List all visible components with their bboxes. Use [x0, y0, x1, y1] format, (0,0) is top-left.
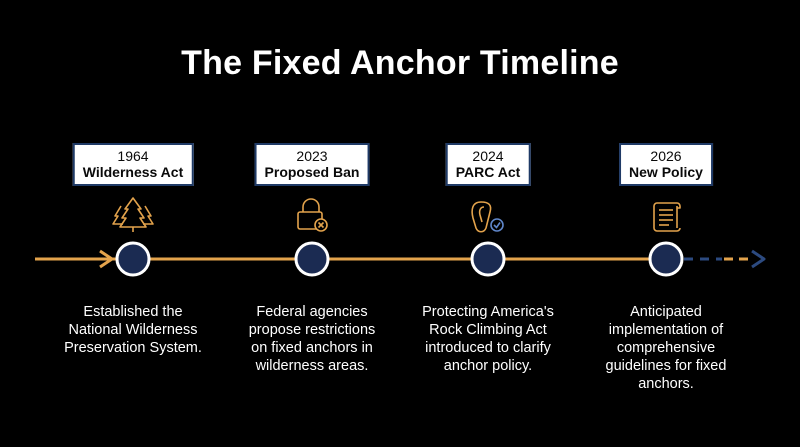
description-line: anchor policy.	[443, 358, 533, 374]
description-line: National Wilderness	[68, 322, 198, 338]
event-year: 2026	[650, 148, 682, 164]
event-year: 1964	[117, 148, 149, 164]
pine-trees-icon	[112, 197, 154, 232]
event-name: New Policy	[629, 164, 703, 180]
description-line: guidelines for fixed	[605, 358, 727, 374]
description-line: on fixed anchors in	[251, 340, 373, 356]
event-description-wilderness-act: Established the National Wilderness Pres…	[43, 303, 223, 357]
description-line: wilderness areas.	[255, 358, 369, 374]
timeline-node-2026	[648, 241, 684, 277]
timeline-end-arrow	[751, 249, 766, 269]
event-description-parc-act: Protecting America's Rock Climbing Act i…	[398, 303, 578, 375]
timeline-node-2023	[294, 241, 330, 277]
event-label-new-policy: 2026 New Policy	[619, 143, 713, 186]
description-line: Anticipated	[630, 304, 702, 320]
description-line: Federal agencies	[256, 304, 368, 320]
description-line: Protecting America's	[422, 304, 554, 320]
event-name: Wilderness Act	[82, 164, 184, 180]
timeline-node-1964	[115, 241, 151, 277]
event-year: 2024	[472, 148, 504, 164]
description-line: introduced to clarify	[425, 340, 551, 356]
event-label-parc-act: 2024 PARC Act	[445, 143, 531, 186]
event-description-proposed-ban: Federal agencies propose restrictions on…	[222, 303, 402, 375]
description-line: anchors.	[638, 376, 694, 392]
description-line: propose restrictions	[248, 322, 376, 338]
description-line: Preservation System.	[64, 340, 202, 356]
description-line: implementation of	[608, 322, 724, 338]
carabiner-check-icon	[471, 201, 504, 233]
event-name: PARC Act	[455, 164, 521, 180]
description-line: comprehensive	[616, 340, 716, 356]
event-label-proposed-ban: 2023 Proposed Ban	[254, 143, 370, 186]
event-label-wilderness-act: 1964 Wilderness Act	[72, 143, 194, 186]
description-line: Established the	[83, 304, 183, 320]
event-description-new-policy: Anticipated implementation of comprehens…	[576, 303, 756, 393]
timeline-node-2024	[470, 241, 506, 277]
padlock-cancel-icon	[297, 198, 328, 232]
timeline-start-arrow	[99, 249, 114, 269]
event-year: 2023	[296, 148, 328, 164]
page-title: The Fixed Anchor Timeline	[181, 44, 619, 82]
description-line: Rock Climbing Act	[429, 322, 547, 338]
event-name: Proposed Ban	[264, 164, 360, 180]
scroll-document-icon	[653, 202, 681, 232]
